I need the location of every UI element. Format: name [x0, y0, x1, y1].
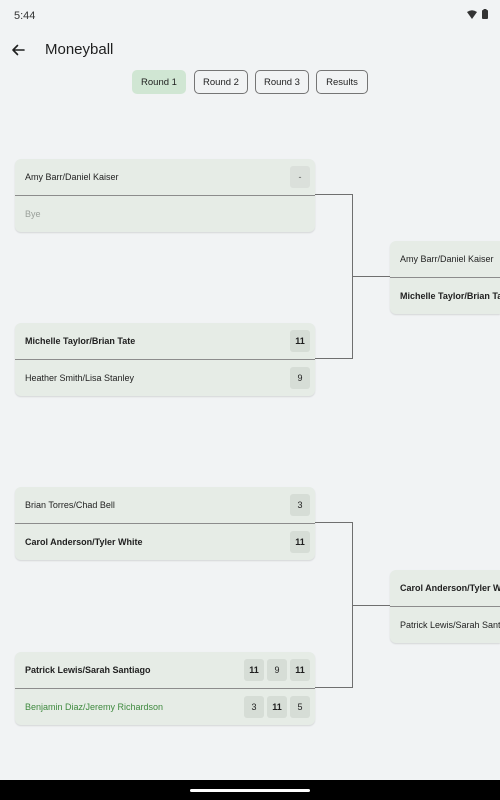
match-team-row: Brian Torres/Chad Bell 3	[15, 487, 315, 523]
match-card[interactable]: Carol Anderson/Tyler White Patrick Lewis…	[390, 570, 500, 643]
match-team-row: Bye	[15, 195, 315, 232]
match-team-row: Michelle Taylor/Brian Tate	[390, 277, 500, 314]
status-bar: 5:44	[0, 0, 500, 32]
wifi-icon	[467, 9, 477, 19]
bracket-connector	[352, 276, 390, 277]
team-name: Patrick Lewis/Sarah Santiago	[400, 620, 500, 630]
bracket-connector	[315, 358, 353, 359]
page-title: Moneyball	[45, 41, 114, 58]
app-bar: Moneyball	[0, 34, 500, 66]
match-team-row: Carol Anderson/Tyler White 11	[15, 523, 315, 560]
match-card[interactable]: Brian Torres/Chad Bell 3 Carol Anderson/…	[15, 487, 315, 560]
battery-icon	[482, 9, 488, 19]
back-button[interactable]	[7, 39, 29, 61]
score-box: 11	[290, 659, 310, 681]
tab-round-2[interactable]: Round 2	[194, 70, 248, 94]
score-group: 11	[290, 330, 310, 352]
team-name: Patrick Lewis/Sarah Santiago	[25, 665, 151, 675]
score-group: 11	[290, 531, 310, 553]
match-team-row: Patrick Lewis/Sarah Santiago	[390, 606, 500, 643]
match-card[interactable]: Amy Barr/Daniel Kaiser - Bye	[15, 159, 315, 232]
team-name: Michelle Taylor/Brian Tate	[25, 336, 136, 346]
score-box: 5	[290, 696, 310, 718]
score-group: -	[290, 166, 310, 188]
score-group: 3	[290, 494, 310, 516]
home-handle[interactable]	[190, 789, 310, 792]
bracket-connector	[352, 605, 390, 606]
score-box: 9	[267, 659, 287, 681]
score-box: 11	[267, 696, 287, 718]
match-team-row: Patrick Lewis/Sarah Santiago 11 9 11	[15, 652, 315, 688]
match-team-row: Michelle Taylor/Brian Tate 11	[15, 323, 315, 359]
tab-round-1[interactable]: Round 1	[132, 70, 186, 94]
status-icons	[467, 9, 488, 19]
team-name: Michelle Taylor/Brian Tate	[400, 291, 500, 301]
team-name: Brian Torres/Chad Bell	[25, 500, 115, 510]
bracket-connector	[315, 194, 353, 195]
team-name: Bye	[25, 209, 41, 219]
score-box: -	[290, 166, 310, 188]
score-box: 11	[244, 659, 264, 681]
score-box: 3	[244, 696, 264, 718]
team-name: Carol Anderson/Tyler White	[400, 583, 500, 593]
match-team-row: Carol Anderson/Tyler White	[390, 570, 500, 606]
team-name: Benjamin Diaz/Jeremy Richardson	[25, 702, 164, 712]
score-box: 3	[290, 494, 310, 516]
match-team-row: Amy Barr/Daniel Kaiser -	[15, 159, 315, 195]
team-name: Amy Barr/Daniel Kaiser	[400, 254, 494, 264]
team-name: Carol Anderson/Tyler White	[25, 537, 143, 547]
match-team-row: Heather Smith/Lisa Stanley 9	[15, 359, 315, 396]
tab-results[interactable]: Results	[316, 70, 368, 94]
score-box: 11	[290, 531, 310, 553]
score-group: 11 9 11	[244, 659, 310, 681]
arrow-back-icon	[12, 44, 25, 56]
status-time: 5:44	[14, 10, 36, 22]
match-team-row: Amy Barr/Daniel Kaiser	[390, 241, 500, 277]
system-nav-bar	[0, 780, 500, 800]
match-team-row: Benjamin Diaz/Jeremy Richardson 3 11 5	[15, 688, 315, 725]
bracket-connector	[315, 522, 353, 523]
team-name: Amy Barr/Daniel Kaiser	[25, 172, 119, 182]
score-box: 9	[290, 367, 310, 389]
score-group: 9	[290, 367, 310, 389]
match-card[interactable]: Michelle Taylor/Brian Tate 11 Heather Sm…	[15, 323, 315, 396]
score-group: 3 11 5	[244, 696, 310, 718]
team-name: Heather Smith/Lisa Stanley	[25, 373, 135, 383]
match-card[interactable]: Patrick Lewis/Sarah Santiago 11 9 11 Ben…	[15, 652, 315, 725]
match-card[interactable]: Amy Barr/Daniel Kaiser Michelle Taylor/B…	[390, 241, 500, 314]
score-box: 11	[290, 330, 310, 352]
tab-round-3[interactable]: Round 3	[255, 70, 309, 94]
bracket-connector	[315, 687, 353, 688]
